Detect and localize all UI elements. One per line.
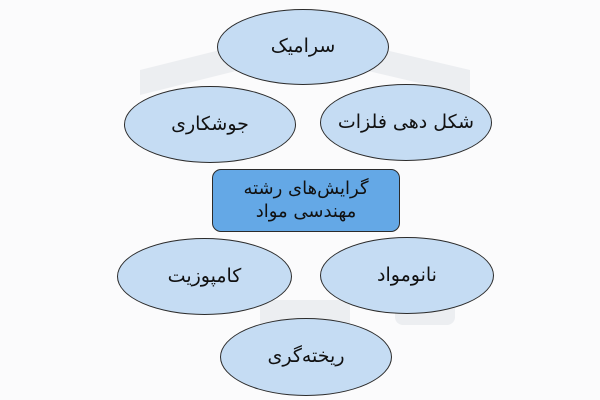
node-metal-forming: شکل دهی فلزات [320,84,492,161]
node-nanomaterials: نانومواد [320,237,494,314]
node-ceramic: سرامیک [217,9,389,85]
node-welding: جوشکاری [124,86,296,163]
node-nanomaterials-label: نانومواد [377,263,437,286]
node-metal-forming-label: شکل دهی فلزات [337,110,475,133]
node-casting: ریخته‌گری [220,318,392,396]
node-ceramic-label: سرامیک [270,35,336,58]
node-composite-label: کامپوزیت [167,264,242,287]
node-casting-label: ریخته‌گری [267,345,345,368]
center-node: گرایش‌های رشته مهندسی مواد [212,169,400,232]
node-welding-label: جوشکاری [171,112,249,135]
node-composite: کامپوزیت [117,238,292,315]
center-node-label: گرایش‌های رشته مهندسی مواد [243,178,369,222]
